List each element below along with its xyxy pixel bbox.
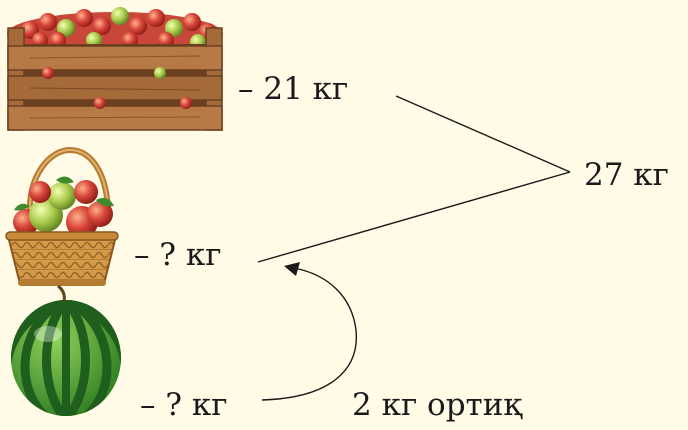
crate-body bbox=[7, 27, 223, 131]
apple-crate-icon bbox=[7, 7, 223, 131]
sum-bracket bbox=[257, 95, 571, 263]
total-weight-label: 27 кг bbox=[584, 157, 669, 193]
difference-label: 2 кг ортиқ bbox=[352, 387, 523, 423]
apple-basket-icon bbox=[5, 146, 119, 286]
basket-weight-label: – ? кг bbox=[134, 237, 222, 273]
comparison-arrow bbox=[261, 262, 358, 401]
crate-weight-label: – 21 кг bbox=[238, 71, 349, 107]
arrow-head-icon bbox=[284, 262, 300, 276]
watermelon-weight-label: – ? кг bbox=[140, 387, 228, 423]
watermelon-icon bbox=[11, 284, 121, 416]
